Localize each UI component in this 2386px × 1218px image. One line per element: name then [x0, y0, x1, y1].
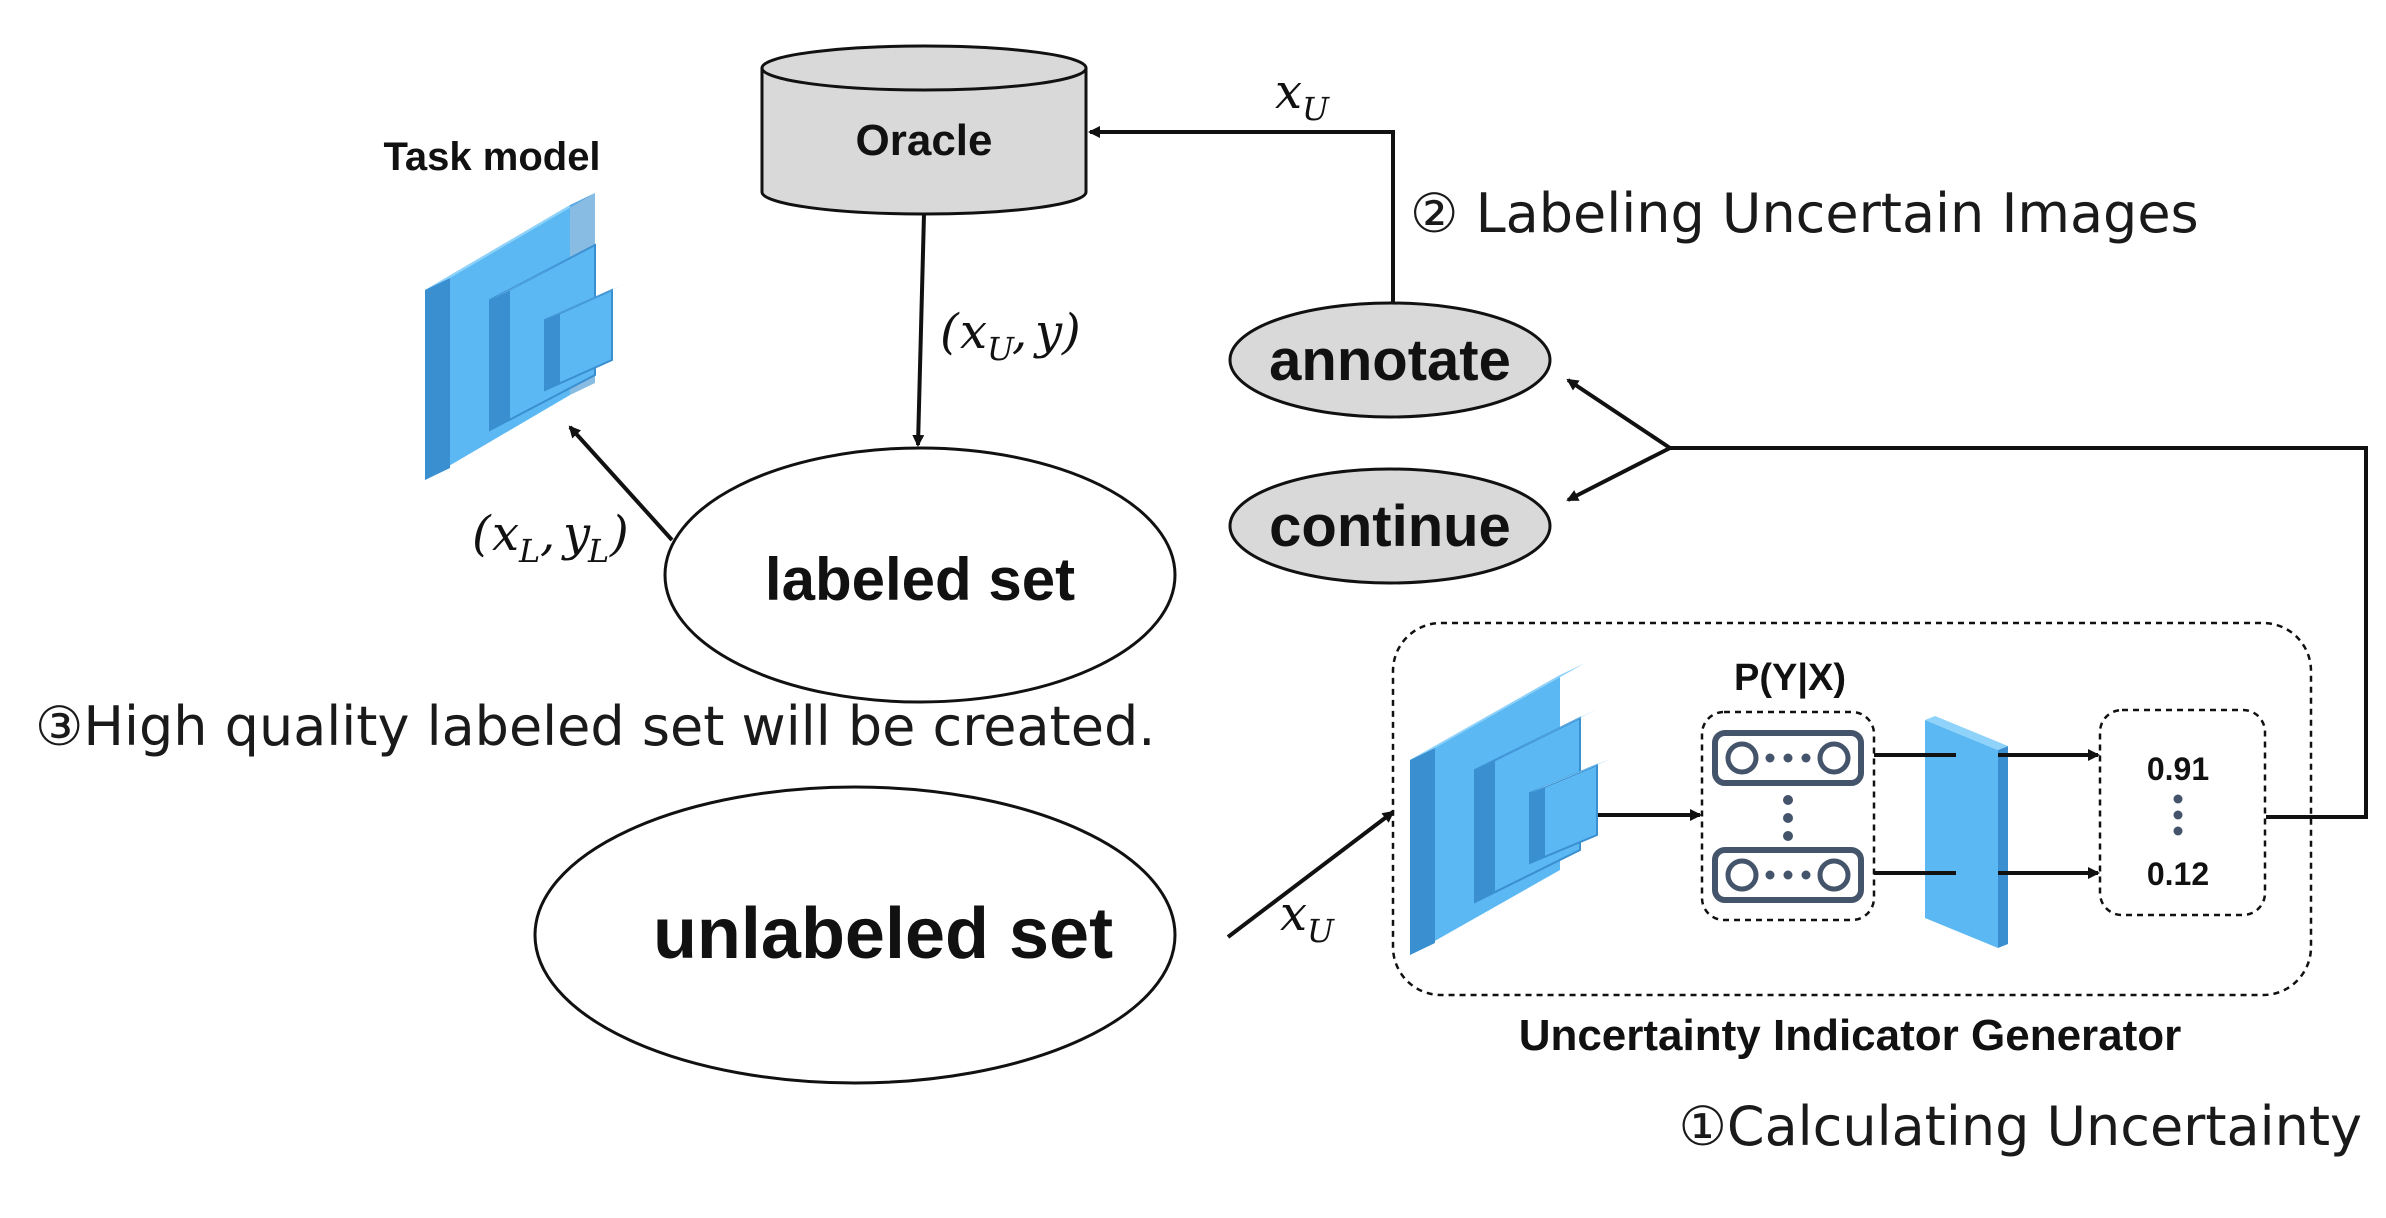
svg-text:(: (	[472, 506, 492, 562]
task-model-label: Task model	[383, 135, 600, 179]
line-values-to-decision	[1670, 446, 2368, 819]
step3-label: ③High quality labeled set will be create…	[35, 695, 1155, 758]
output-values-box	[2098, 708, 2267, 917]
pyx-vector-bottom	[1712, 847, 1864, 903]
step1-label: ①Calculating Uncertainty	[1678, 1095, 2362, 1158]
arrow-unlabeled-to-uig	[1226, 810, 1395, 939]
unlabeled-set-node	[533, 785, 1177, 1085]
svg-text:,: ,	[1012, 304, 1027, 360]
labeled-set-label: labeled set	[765, 546, 1075, 613]
value-dot	[2173, 794, 2183, 804]
svg-text:x: x	[1275, 64, 1302, 120]
math-xl-yl: ( x L , y L )	[472, 506, 629, 570]
svg-text:y: y	[1033, 304, 1063, 360]
pyx-label: P(Y|X)	[1734, 657, 1846, 699]
value-bottom: 0.12	[2147, 856, 2209, 892]
math-xu-y: ( x U , y )	[940, 304, 1081, 368]
value-dot	[2173, 826, 2183, 836]
pyx-vertical-dots	[1783, 795, 1793, 841]
arrow-labeled-to-task	[568, 425, 674, 542]
svg-text:U: U	[1307, 912, 1335, 950]
annotate-label: annotate	[1269, 328, 1511, 393]
value-top: 0.91	[2147, 751, 2209, 787]
svg-text:): )	[609, 506, 629, 562]
svg-text:L: L	[587, 532, 609, 570]
uig-model-icon	[1410, 663, 1610, 955]
annotate-node	[1228, 301, 1552, 419]
continue-node	[1228, 467, 1552, 585]
arrow-oracle-to-labeled	[912, 213, 926, 447]
labeled-set-node	[663, 446, 1177, 704]
connectors	[568, 126, 2368, 939]
math-xu-top: x U	[1275, 64, 1330, 128]
unlabeled-set-label: unlabeled set	[653, 894, 1113, 974]
oracle-label: Oracle	[856, 116, 993, 165]
pyx-vector-top	[1712, 730, 1864, 786]
pyx-box	[1700, 710, 1876, 922]
svg-text:U: U	[1302, 90, 1330, 128]
svg-text:,: ,	[540, 506, 555, 562]
svg-text:x: x	[1280, 886, 1307, 942]
step2-label: ② Labeling Uncertain Images	[1410, 182, 2199, 245]
linear-layer-icon	[1925, 716, 2008, 948]
svg-text:x: x	[960, 304, 987, 360]
svg-text:L: L	[518, 532, 540, 570]
arrow-to-annotate	[1566, 378, 1672, 450]
svg-text:x: x	[492, 506, 519, 562]
arrow-to-continue	[1566, 446, 1671, 502]
continue-label: continue	[1269, 494, 1511, 559]
arrow-annotate-to-oracle	[1088, 126, 1395, 303]
task-model-icon	[425, 193, 625, 480]
math-xu-bottom: x U	[1280, 886, 1335, 950]
svg-text:): )	[1061, 304, 1081, 360]
uig-label: Uncertainty Indicator Generator	[1519, 1011, 2182, 1060]
svg-text:y: y	[561, 506, 591, 562]
uig-container	[1391, 621, 2313, 997]
svg-text:(: (	[940, 304, 960, 360]
oracle-cylinder	[760, 44, 1088, 216]
value-dot	[2173, 810, 2183, 820]
svg-text:U: U	[987, 330, 1015, 368]
